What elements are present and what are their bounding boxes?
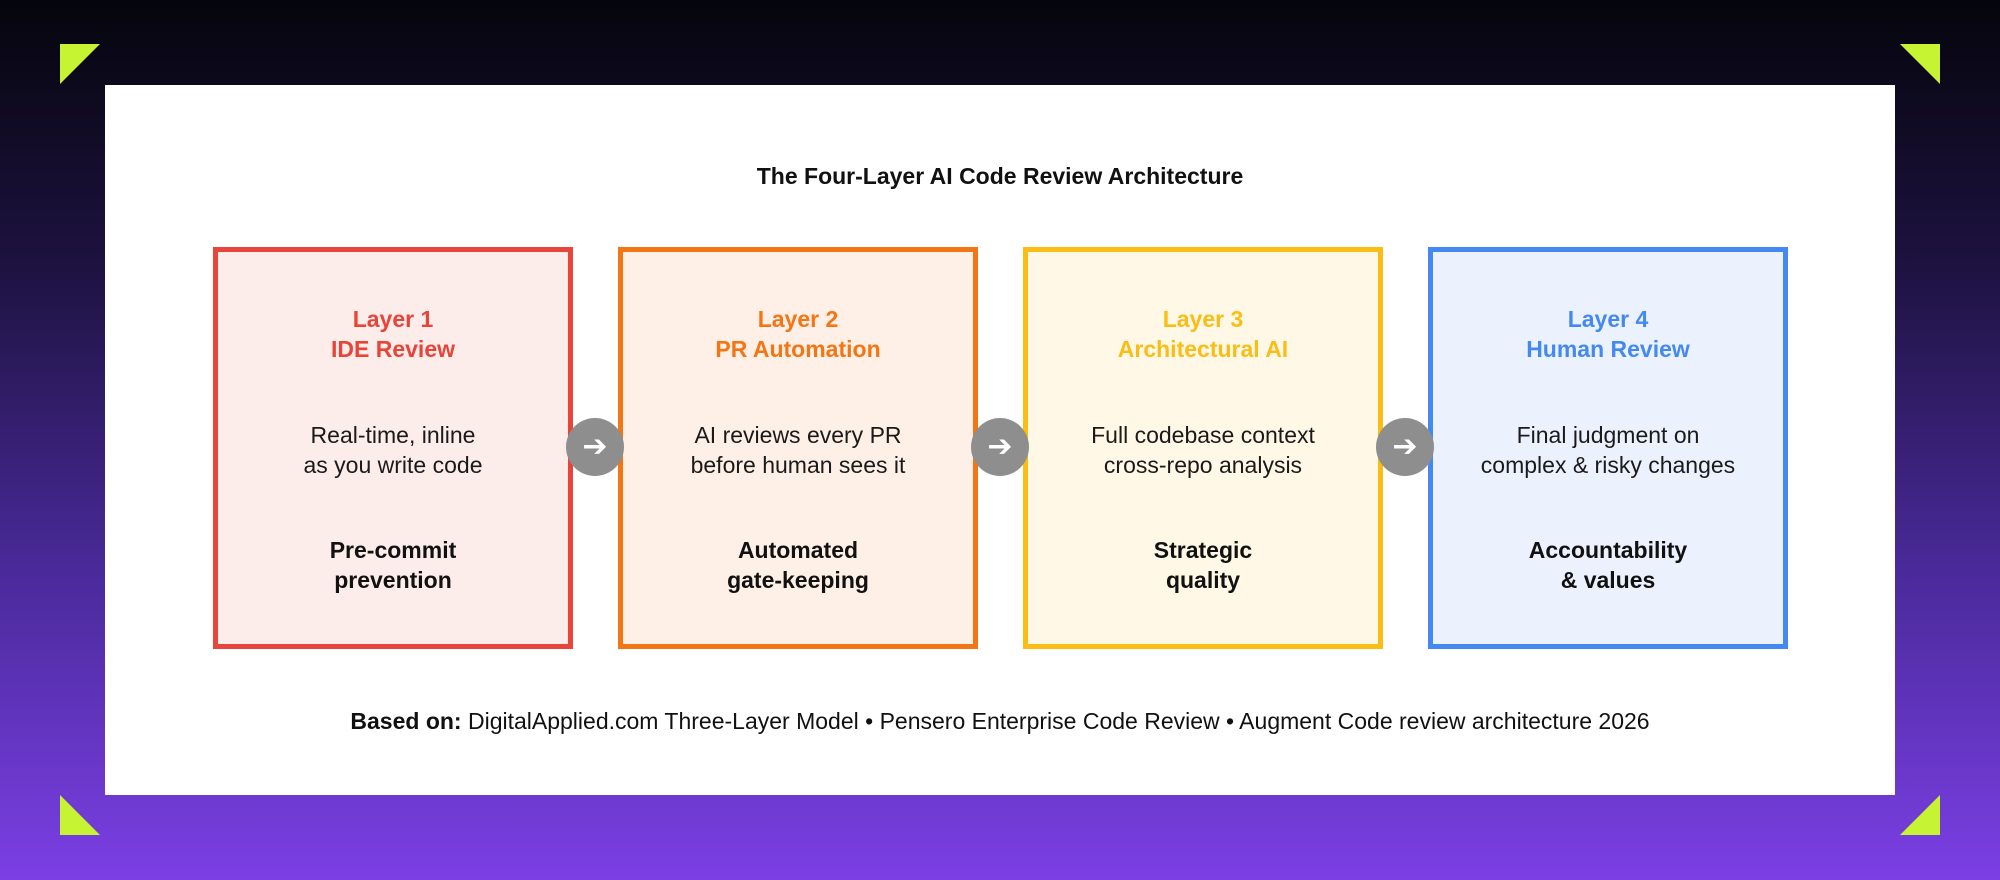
- layer-description-line: cross-repo analysis: [1103, 452, 1303, 478]
- source-footer: Based on: DigitalApplied.com Three-Layer…: [105, 708, 1895, 735]
- layer-outcome-line: Strategic: [1153, 537, 1253, 563]
- layer-description: Final judgment on complex & risky change…: [1433, 420, 1783, 480]
- layer-heading: Layer 3 Architectural AI: [1028, 304, 1378, 364]
- layer-description-line: complex & risky changes: [1480, 452, 1736, 478]
- layer-label: Layer 4: [1567, 306, 1649, 332]
- layer-outcome-line: Accountability: [1528, 537, 1688, 563]
- layer-description: Real-time, inline as you write code: [218, 420, 568, 480]
- layer-box-4: Layer 4 Human Review Final judgment on c…: [1428, 247, 1788, 649]
- diagram-title: The Four-Layer AI Code Review Architectu…: [756, 163, 1244, 189]
- layer-outcome-line: gate-keeping: [727, 567, 869, 593]
- diagram-card: The Four-Layer AI Code Review Architectu…: [105, 85, 1895, 795]
- layer-outcome-line: Automated: [737, 537, 859, 563]
- arrow-right-icon: ➔: [971, 418, 1029, 476]
- layer-box-1: Layer 1 IDE Review Real-time, inline as …: [213, 247, 573, 649]
- layer-heading: Layer 2 PR Automation: [623, 304, 973, 364]
- layer-name: Human Review: [1526, 336, 1690, 362]
- corner-accent-bottom-left: [60, 795, 100, 835]
- layer-description-line: Full codebase context: [1091, 422, 1315, 448]
- layer-outcome-line: Pre-commit: [329, 537, 457, 563]
- layer-outcome: Automated gate-keeping: [623, 535, 973, 595]
- layer-description-line: AI reviews every PR: [694, 422, 902, 448]
- layer-description-line: as you write code: [303, 452, 483, 478]
- layer-box-2: Layer 2 PR Automation AI reviews every P…: [618, 247, 978, 649]
- layer-description-line: Final judgment on: [1516, 422, 1700, 448]
- footer-sources: DigitalApplied.com Three-Layer Model • P…: [461, 708, 1650, 734]
- corner-accent-top-left: [60, 44, 100, 84]
- layer-label: Layer 3: [1162, 306, 1244, 332]
- arrow-right-icon: ➔: [566, 418, 624, 476]
- layer-label: Layer 1: [352, 306, 434, 332]
- layer-name: IDE Review: [331, 336, 455, 362]
- layer-box-3: Layer 3 Architectural AI Full codebase c…: [1023, 247, 1383, 649]
- corner-accent-top-right: [1900, 44, 1940, 84]
- layer-name: PR Automation: [715, 336, 881, 362]
- layer-outcome-line: quality: [1165, 567, 1241, 593]
- layer-description: AI reviews every PR before human sees it: [623, 420, 973, 480]
- arrow-right-icon: ➔: [1376, 418, 1434, 476]
- layer-label: Layer 2: [757, 306, 839, 332]
- layer-heading: Layer 1 IDE Review: [218, 304, 568, 364]
- layer-description: Full codebase context cross-repo analysi…: [1028, 420, 1378, 480]
- footer-prefix: Based on:: [350, 708, 462, 734]
- corner-accent-bottom-right: [1900, 795, 1940, 835]
- layer-outcome: Accountability & values: [1433, 535, 1783, 595]
- layer-description-line: Real-time, inline: [310, 422, 476, 448]
- layer-outcome-line: prevention: [334, 567, 452, 593]
- layer-name: Architectural AI: [1117, 336, 1289, 362]
- layer-heading: Layer 4 Human Review: [1433, 304, 1783, 364]
- layer-outcome: Pre-commit prevention: [218, 535, 568, 595]
- layer-outcome-line: & values: [1560, 567, 1656, 593]
- layer-outcome: Strategic quality: [1028, 535, 1378, 595]
- layer-description-line: before human sees it: [690, 452, 906, 478]
